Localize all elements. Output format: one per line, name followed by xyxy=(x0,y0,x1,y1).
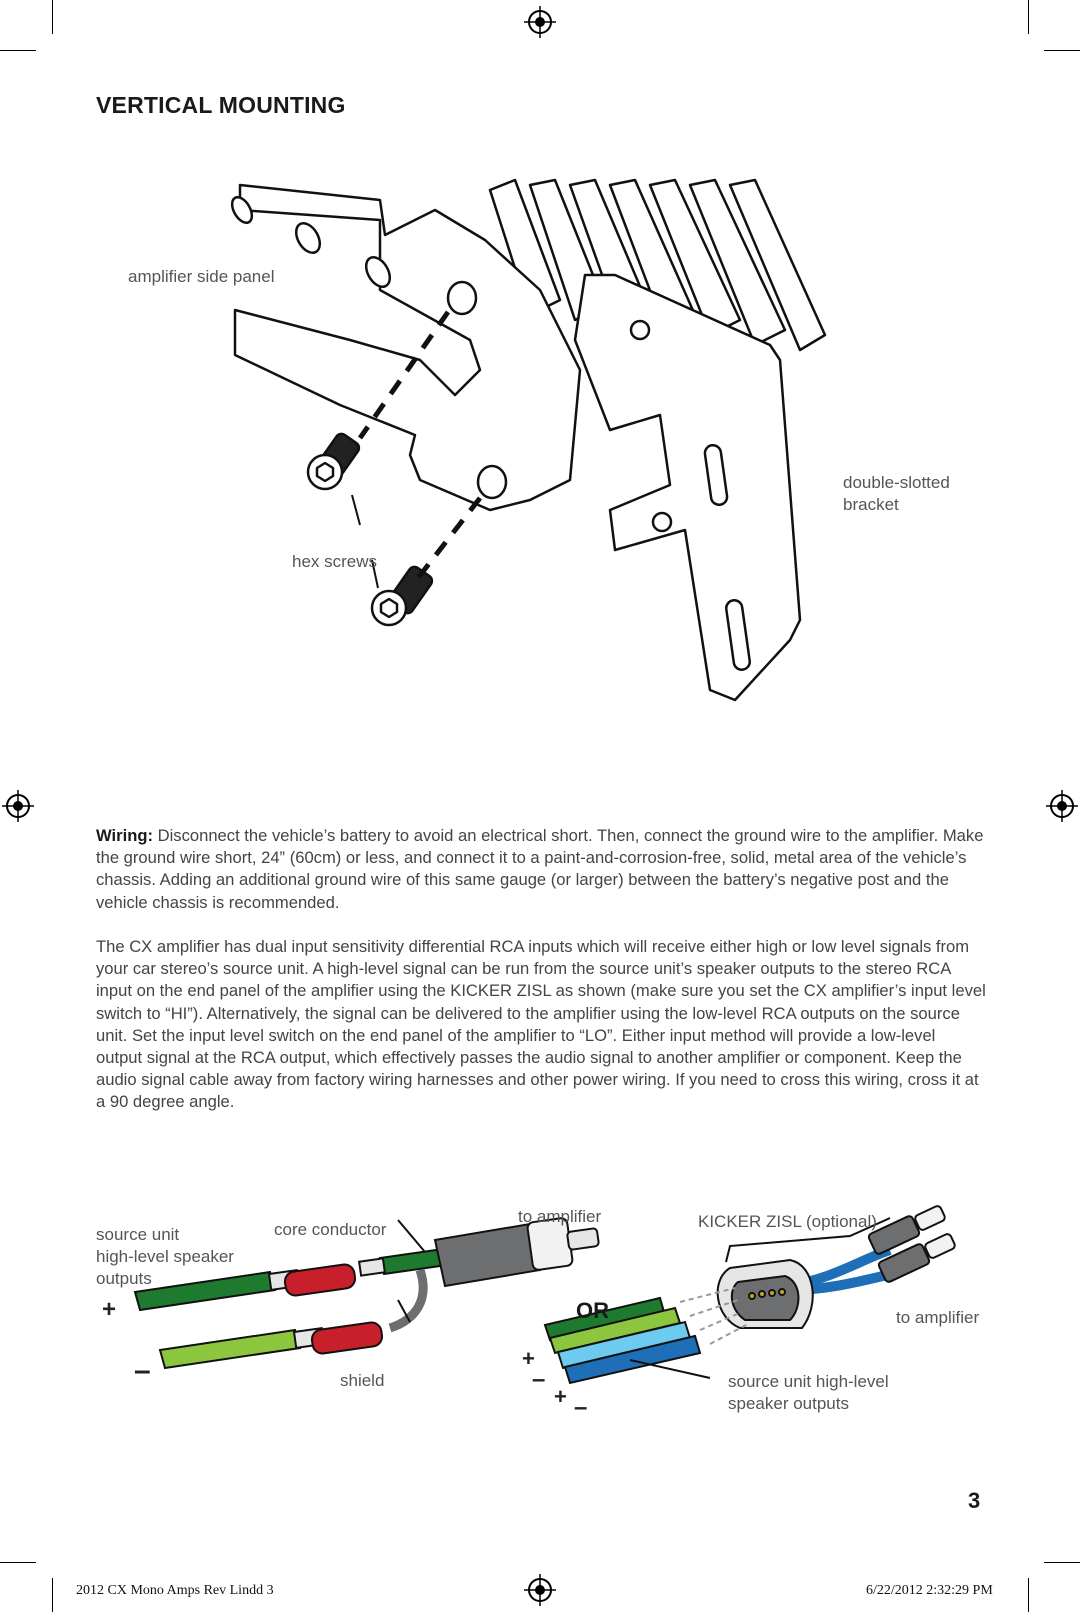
polarity-plus-left: + xyxy=(102,1296,117,1323)
label-hex-screws: hex screws xyxy=(292,552,378,571)
label-amplifier-side-panel: amplifier side panel xyxy=(128,267,275,286)
wiring-lead: Wiring: xyxy=(96,826,153,845)
label-double-slotted-bracket: double-slotted bracket xyxy=(843,473,950,514)
crop-mark xyxy=(1028,1578,1029,1612)
wiring-para1-text: Disconnect the vehicle’s battery to avoi… xyxy=(96,826,984,912)
crop-mark xyxy=(52,1578,53,1612)
label-source-unit-outputs-right: source unit high-level speaker outputs xyxy=(728,1372,889,1413)
label-core-conductor: core conductor xyxy=(274,1220,387,1239)
wiring-diagram xyxy=(133,1205,956,1385)
label-to-amplifier-right: to amplifier xyxy=(896,1308,980,1327)
hex-screw-2 xyxy=(370,565,434,627)
red-connector-bottom xyxy=(310,1321,384,1355)
rca-cable-gray xyxy=(433,1222,542,1288)
zisl-wire-blue xyxy=(563,1334,702,1385)
polarity-minus-right-1: – xyxy=(532,1366,546,1393)
polarity-minus-right-2: – xyxy=(574,1394,588,1421)
label-shield: shield xyxy=(340,1371,385,1390)
hex-screw-1 xyxy=(306,432,361,491)
zisl-rca-plug-1 xyxy=(867,1215,921,1255)
wiring-paragraph-1: Wiring: Disconnect the vehicle’s battery… xyxy=(96,825,986,914)
red-connector-top xyxy=(283,1263,357,1297)
footer-filename: 2012 CX Mono Amps Rev Lindd 3 xyxy=(76,1583,274,1598)
vertical-mounting-illustration xyxy=(230,178,827,702)
label-or: OR xyxy=(576,1298,609,1323)
zisl-rca-plug-2 xyxy=(877,1243,931,1283)
polarity-minus-left: – xyxy=(134,1354,151,1387)
crop-mark xyxy=(0,1562,36,1563)
label-kicker-zisl: KICKER ZISL (optional) xyxy=(698,1212,877,1231)
page-number: 3 xyxy=(968,1488,981,1513)
page-title: VERTICAL MOUNTING xyxy=(96,92,346,118)
footer-timestamp: 6/22/2012 2:32:29 PM xyxy=(866,1583,993,1598)
crop-mark xyxy=(1044,50,1080,51)
crop-mark xyxy=(1044,1562,1080,1563)
registration-mark-right xyxy=(1046,790,1078,822)
label-to-amplifier-left: to amplifier xyxy=(518,1207,602,1226)
crop-mark xyxy=(52,0,53,34)
label-source-unit-outputs: source unit high-level speaker outputs xyxy=(96,1225,234,1288)
crop-mark xyxy=(0,50,36,51)
registration-mark-bottom xyxy=(524,1574,556,1606)
double-slotted-bracket xyxy=(573,273,802,702)
wire-negative-light-green xyxy=(158,1328,302,1370)
amplifier-side-panel xyxy=(233,183,582,512)
registration-mark-left xyxy=(2,790,34,822)
registration-mark-top xyxy=(524,6,556,38)
crop-mark xyxy=(1028,0,1029,34)
wiring-paragraph-2: The CX amplifier has dual input sensitiv… xyxy=(96,937,986,1112)
polarity-plus-right-1: + xyxy=(522,1346,535,1371)
polarity-plus-right-2: + xyxy=(554,1384,567,1409)
